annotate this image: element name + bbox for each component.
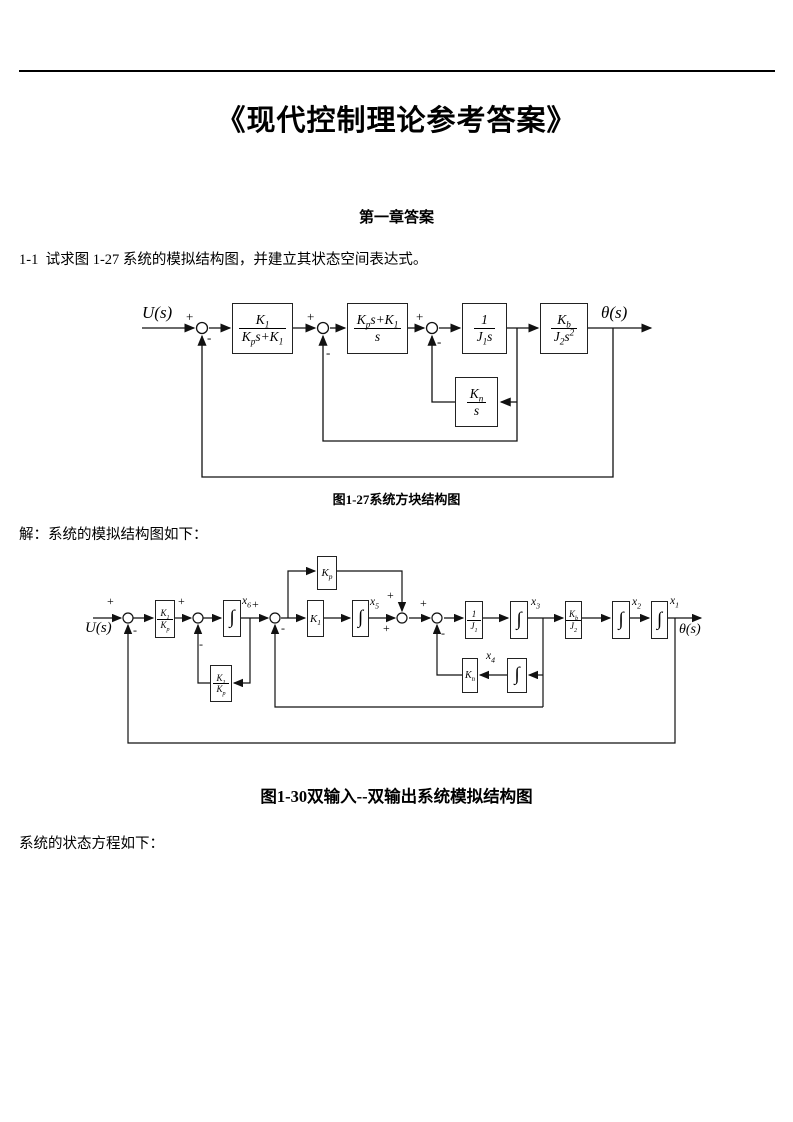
summing-junction-c <box>269 612 281 624</box>
closing-text: 系统的状态方程如下： <box>19 836 164 852</box>
sign-minus: - <box>281 621 285 635</box>
figure1-wires <box>142 321 653 478</box>
state-label-x1: x1 <box>670 595 680 610</box>
gain-block-k1: K1 <box>307 600 324 637</box>
sign-minus: - <box>437 334 442 349</box>
sign-minus: - <box>133 623 137 637</box>
solution-intro: 解：系统的模拟结构图如下： <box>19 527 208 543</box>
summing-junction-2 <box>316 321 330 335</box>
sign-minus: - <box>199 637 203 651</box>
sign-plus: + <box>387 588 394 602</box>
sign-plus: + <box>307 309 315 324</box>
signal-lines <box>142 323 653 478</box>
summing-junction-b <box>192 612 204 624</box>
integrator-block: ∫ <box>651 601 668 639</box>
sign-plus: + <box>107 594 114 608</box>
state-label-x3: x3 <box>531 596 541 611</box>
integrator-block: ∫ <box>510 601 528 639</box>
document-title: 《现代控制理论参考答案》 <box>216 105 577 137</box>
figure2-caption: 图1-30双输入--双输出系统模拟结构图 <box>260 787 533 806</box>
sign-plus: + <box>178 594 185 608</box>
sign-minus: - <box>441 626 445 640</box>
sign-minus: - <box>326 345 331 360</box>
summing-junction-1 <box>195 321 209 335</box>
sign-plus: + <box>420 596 427 610</box>
summing-junction-3 <box>425 321 439 335</box>
input-signal-label: U(s) <box>85 620 112 636</box>
gain-block-kp: Kp <box>317 556 337 590</box>
problem-statement: 1-1 试求图 1-27 系统的模拟结构图，并建立其状态空间表达式。 <box>19 252 428 268</box>
output-signal-label: θ(s) <box>601 303 628 322</box>
feedback-integrator-block: ∫ <box>507 658 527 693</box>
sign-plus: + <box>416 309 424 324</box>
summing-junction-e <box>431 612 443 624</box>
sign-plus: + <box>383 621 390 635</box>
feedback-gain-block-kn: Kn <box>462 658 478 693</box>
summing-junction-a <box>122 612 134 624</box>
state-label-x4: x4 <box>486 650 496 665</box>
figure1-caption: 图1-27系统方块结构图 <box>332 492 461 507</box>
state-label-x2: x2 <box>632 596 642 611</box>
integrator-block: ∫ <box>223 600 241 637</box>
chapter-heading: 第一章答案 <box>358 210 434 226</box>
figure-1-30-simulation-diagram: U(s) θ(s) + - + - + - + + + - x6 x5 x3 x… <box>85 555 720 755</box>
integrator-block: ∫ <box>612 601 630 639</box>
sign-plus: + <box>186 309 194 324</box>
input-signal-label: U(s) <box>142 303 173 322</box>
state-label-x6: x6 <box>242 595 252 610</box>
figure2-wires <box>93 566 703 744</box>
integrator-block: ∫ <box>352 600 369 637</box>
sign-minus: - <box>207 330 212 345</box>
state-label-x5: x5 <box>370 596 380 611</box>
summing-junctions <box>122 612 443 624</box>
output-signal-label: θ(s) <box>679 622 701 637</box>
sign-plus: + <box>252 597 259 611</box>
summing-junction-d <box>396 612 408 624</box>
summing-junctions <box>195 321 439 335</box>
signal-lines <box>93 566 703 744</box>
header-rule <box>19 70 775 72</box>
